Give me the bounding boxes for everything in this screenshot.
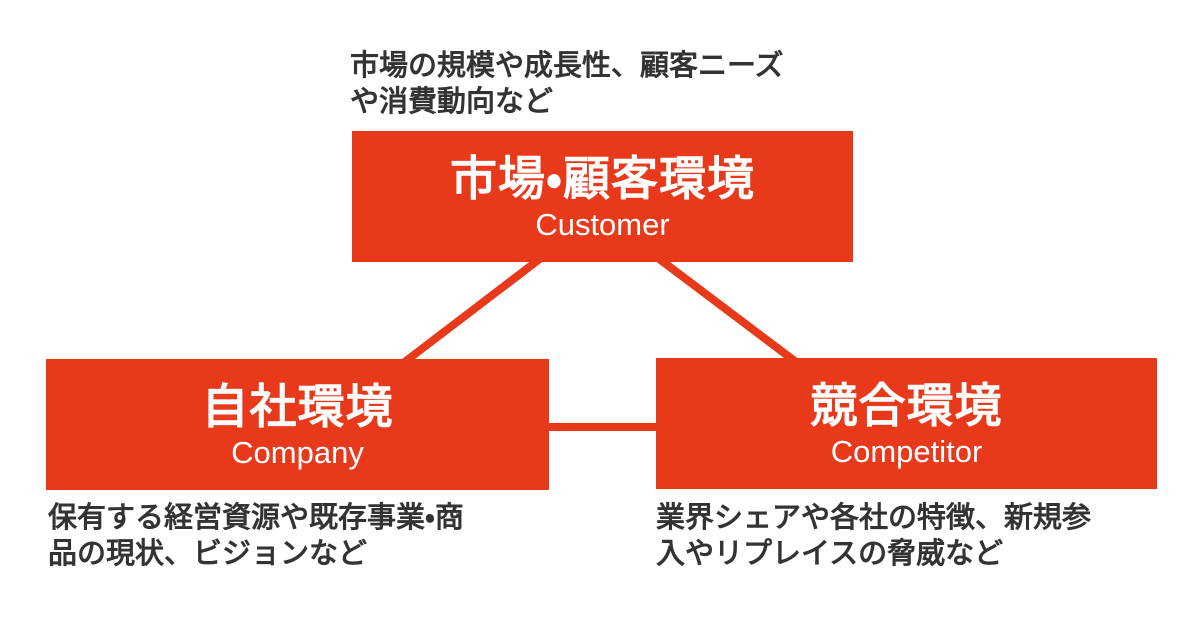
competitor-annotation-line-1: 業界シェアや各社の特徴、新規参 <box>656 502 1092 534</box>
competitor-annotation-line-2: 入やリプレイスの脅威など <box>656 538 1004 570</box>
competitor-box-title: 競合環境 <box>810 378 1003 432</box>
competitor-box-subtitle: Competitor <box>830 433 983 469</box>
customer-annotation-line-1: 市場の規模や成長性、顧客ニーズ <box>350 50 784 82</box>
connector-customer-company <box>399 254 544 368</box>
customer-box-title: 市場・顧客環境 <box>450 151 755 205</box>
company-box-title: 自社環境 <box>201 379 394 433</box>
customer-annotation: 市場の規模や成長性、顧客ニーズ や消費動向など <box>350 48 784 120</box>
company-box: 自社環境 Company <box>46 359 549 490</box>
customer-box: 市場・顧客環境 Customer <box>352 131 853 262</box>
company-box-subtitle: Company <box>231 434 364 470</box>
competitor-box: 競合環境 Competitor <box>656 358 1157 489</box>
company-annotation: 保有する経営資源や既存事業・商 品の現状、ビジョンなど <box>48 500 464 572</box>
customer-annotation-line-2: や消費動向など <box>350 86 554 118</box>
company-annotation-line-2: 品の現状、ビジョンなど <box>48 538 368 570</box>
connector-customer-competitor <box>655 254 799 366</box>
customer-box-subtitle: Customer <box>535 206 670 242</box>
competitor-annotation: 業界シェアや各社の特徴、新規参 入やリプレイスの脅威など <box>656 500 1091 572</box>
company-annotation-line-1: 保有する経営資源や既存事業・商 <box>48 502 464 534</box>
